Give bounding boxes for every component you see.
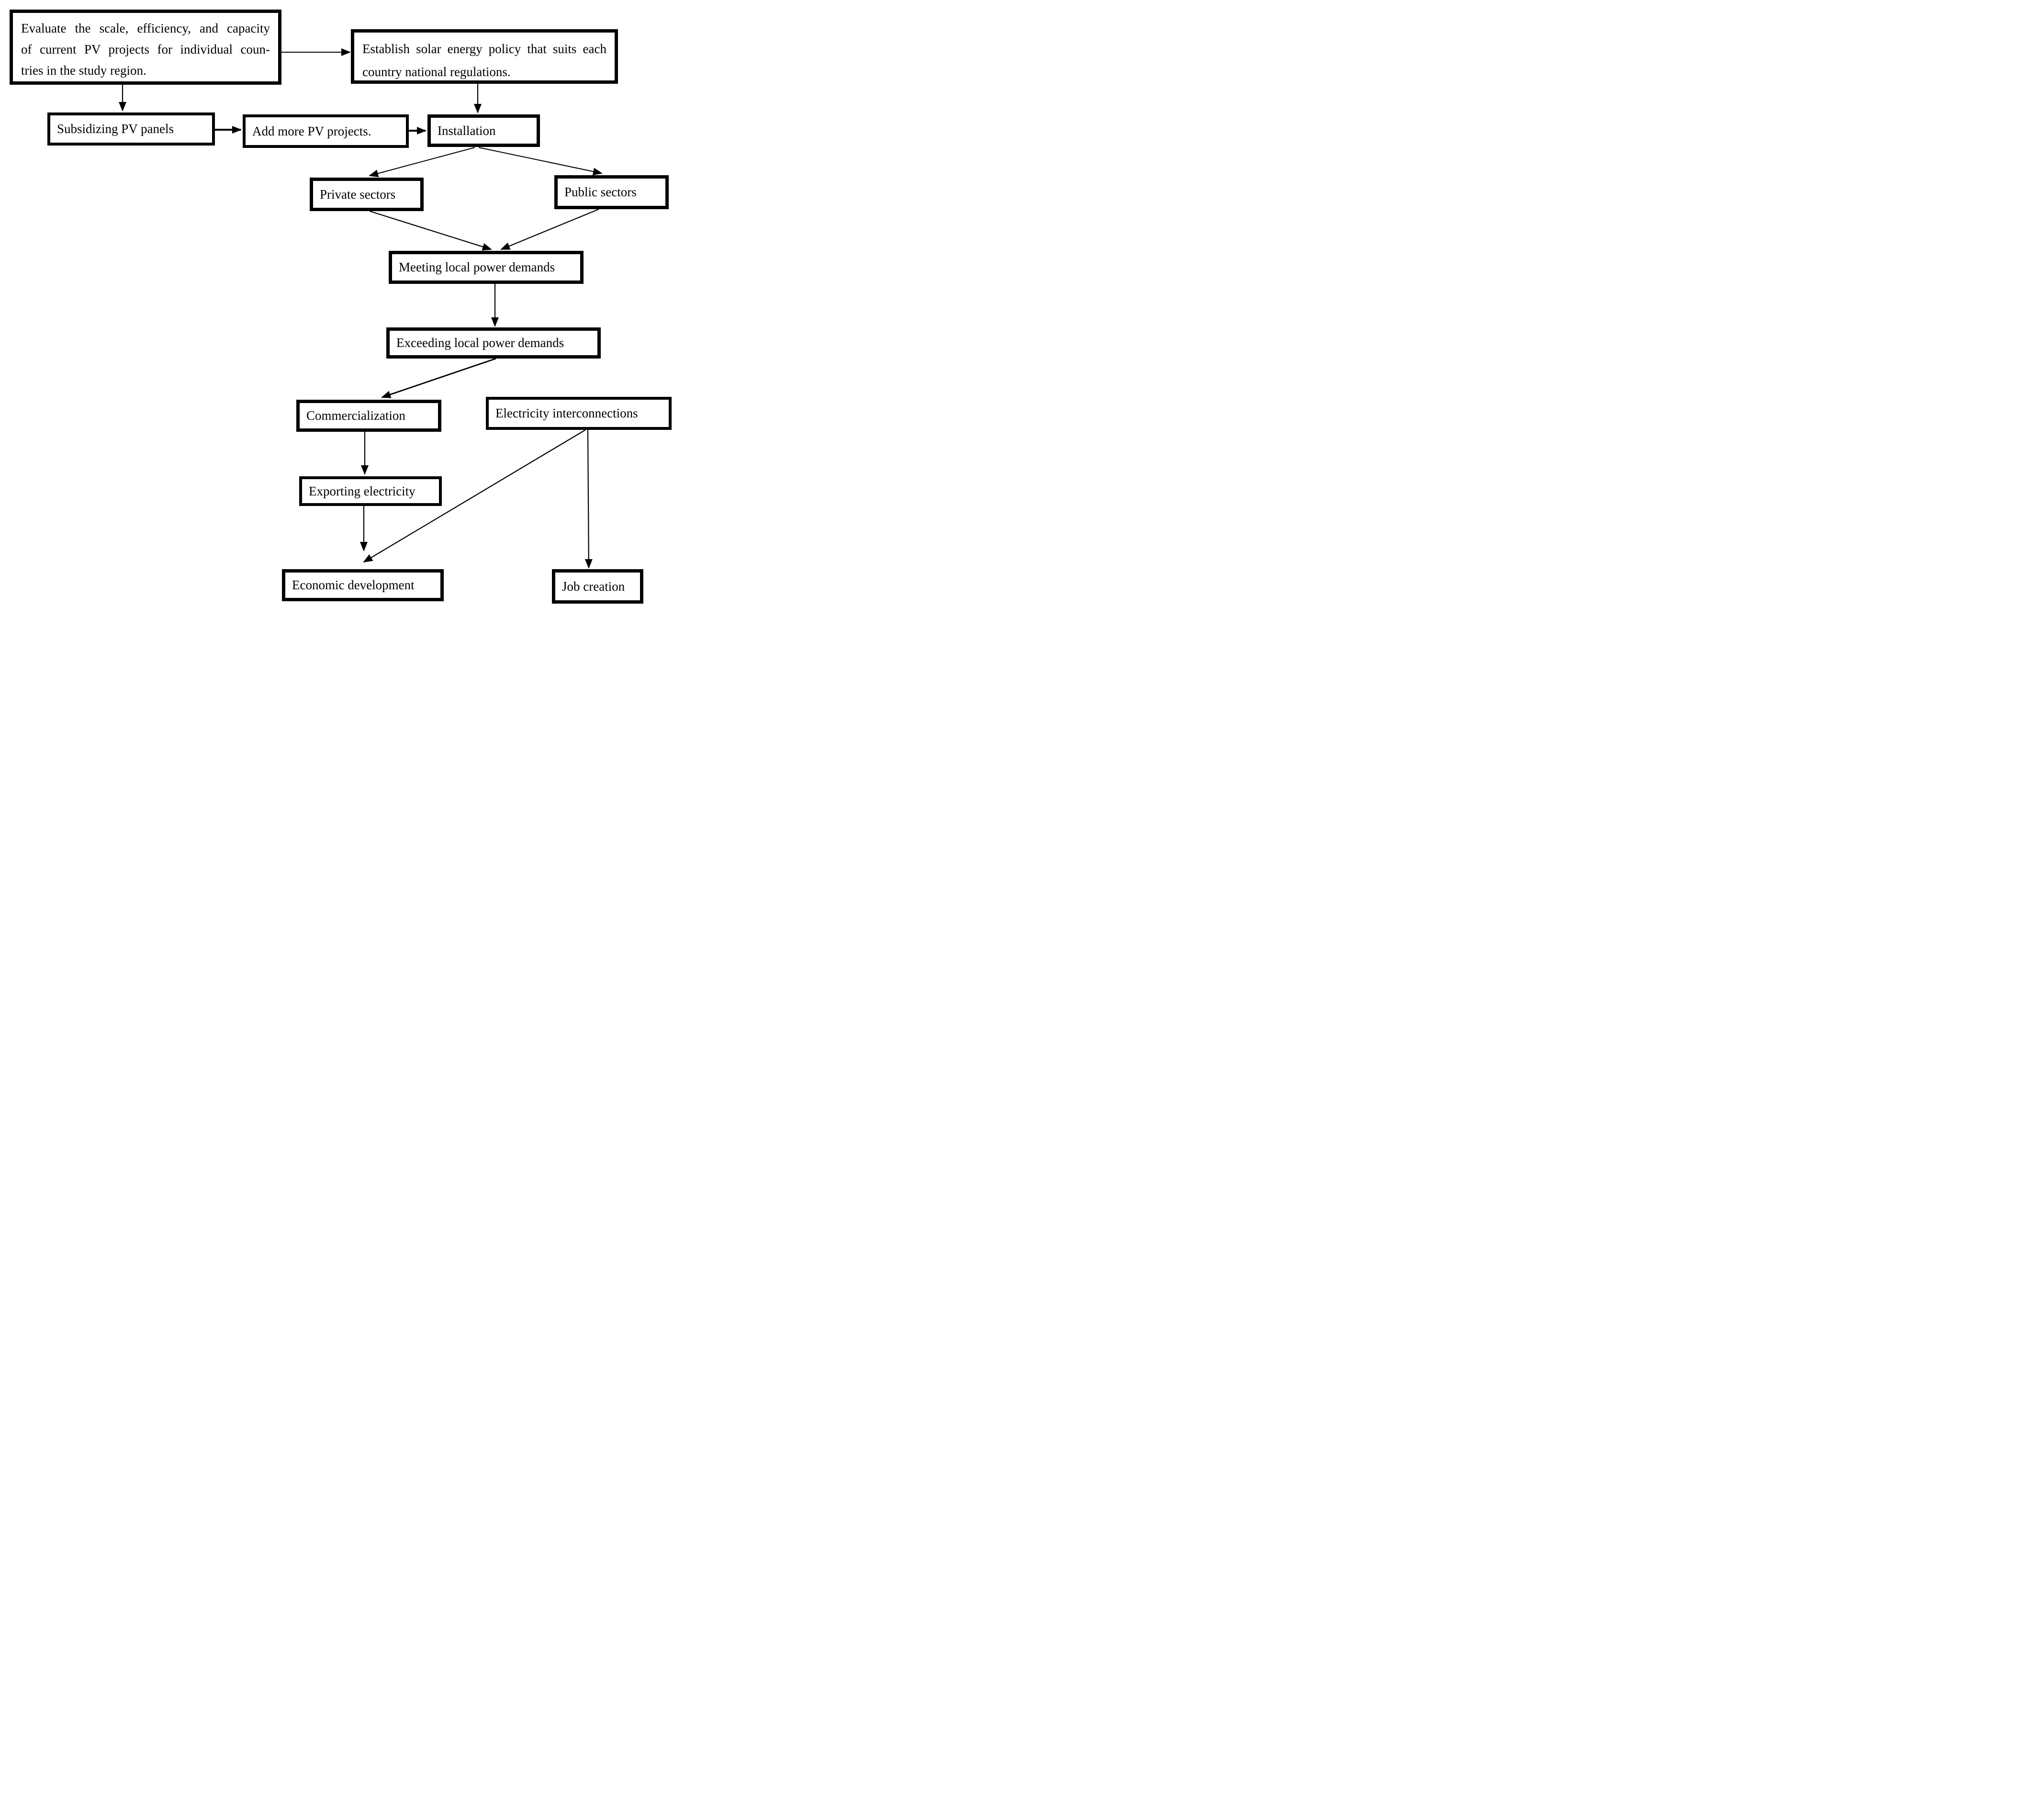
node-exporting-electricity: Exporting electricity (299, 476, 442, 506)
node-label: Installation (438, 123, 496, 138)
node-subsidizing-pv-panels: Subsidizing PV panels (47, 112, 215, 146)
node-label: Economic development (292, 578, 415, 593)
edge-public-meeting (500, 208, 599, 250)
node-evaluate-pv-projects: Evaluate the scale, efficiency, and capa… (10, 10, 281, 85)
node-label: Add more PV projects. (252, 124, 371, 138)
node-label: Exporting electricity (309, 483, 415, 498)
edge-exceeding-commercialization (381, 358, 496, 398)
node-label: Exceeding local power demands (396, 336, 564, 350)
node-add-more-pv-projects: Add more PV projects. (243, 114, 409, 148)
node-establish-solar-policy: Establish solar energy policy that suits… (351, 29, 618, 84)
node-label: Private sectors (320, 187, 396, 202)
node-meeting-local-power-demands: Meeting local power demands (389, 251, 584, 284)
edge-interconnections-job (584, 429, 593, 569)
flowchart-canvas: Evaluate the scale, efficiency, and capa… (0, 0, 674, 607)
node-text-line: Establish solar energy policy that suits… (362, 42, 606, 56)
node-label: Commercialization (306, 408, 405, 423)
node-text-line: Evaluate the scale, efficiency, and capa… (21, 21, 270, 35)
node-text-line: country national regulations. (362, 65, 511, 79)
edge-interconnections-economic (363, 429, 586, 563)
node-label: Public sectors (564, 185, 637, 200)
node-installation: Installation (427, 114, 540, 147)
node-label: Electricity interconnections (495, 406, 638, 421)
node-economic-development: Economic development (282, 569, 444, 601)
node-job-creation: Job creation (552, 569, 643, 604)
node-private-sectors: Private sectors (310, 178, 424, 211)
node-commercialization: Commercialization (296, 400, 441, 432)
node-text-line: of current PV projects for individual co… (21, 42, 270, 56)
edge-installation-private (369, 147, 475, 178)
node-label: Meeting local power demands (399, 260, 555, 275)
node-label: Subsidizing PV panels (57, 122, 174, 136)
node-exceeding-local-power-demands: Exceeding local power demands (386, 327, 601, 359)
edges-layer (119, 48, 603, 569)
node-label: Job creation (562, 579, 625, 594)
node-electricity-interconnections: Electricity interconnections (486, 397, 672, 430)
edge-installation-public (478, 147, 603, 176)
node-public-sectors: Public sectors (554, 175, 669, 209)
edge-private-meeting (369, 210, 492, 251)
node-text-line: tries in the study region. (21, 63, 146, 78)
